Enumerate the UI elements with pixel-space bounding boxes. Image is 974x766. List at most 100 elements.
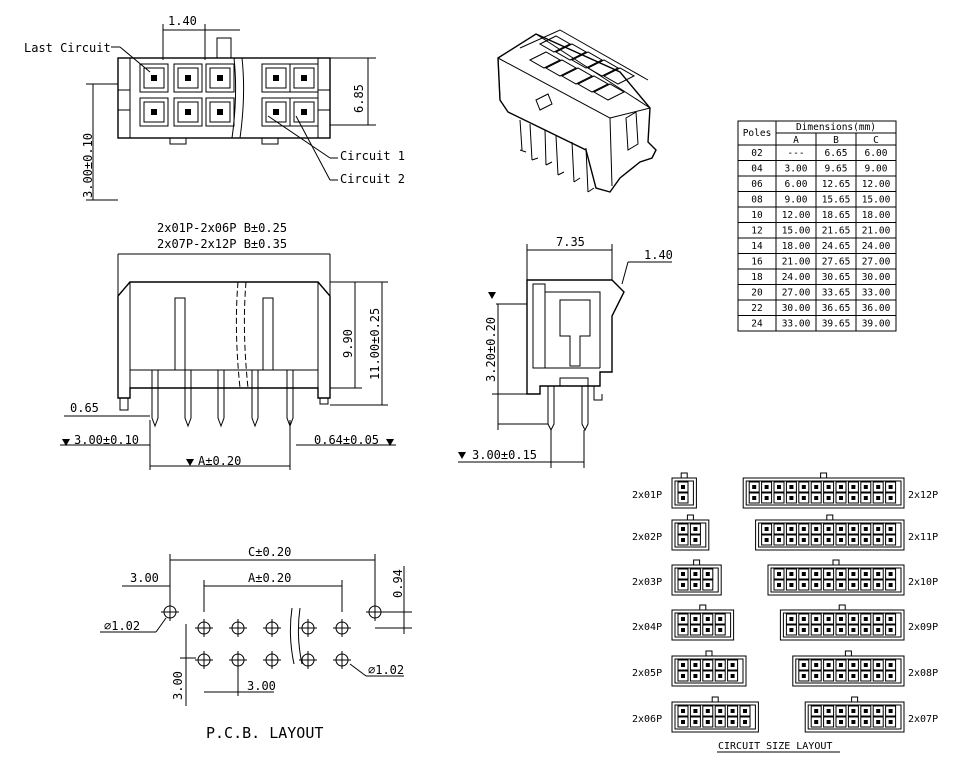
connector-cell bbox=[860, 492, 872, 504]
table-border bbox=[737, 120, 897, 332]
connector-cell bbox=[847, 568, 859, 580]
connector-cell bbox=[860, 568, 872, 580]
table-cell: 6.00 bbox=[865, 148, 888, 159]
connector-cell bbox=[835, 481, 847, 493]
front-pin bbox=[151, 370, 159, 428]
table-cell: 02 bbox=[751, 148, 762, 159]
connector-latch bbox=[832, 559, 840, 566]
top-view: 1.40 6.85 3.00±0.10 Last Circuit C bbox=[24, 14, 405, 201]
connector-cell bbox=[872, 705, 884, 717]
table-header-dimensions: Dimensions(mm) bbox=[796, 122, 876, 133]
table-cell: 21.00 bbox=[862, 226, 891, 237]
table-cell: 9.00 bbox=[865, 164, 888, 175]
pcb-dim-300b: 3.00 bbox=[171, 671, 185, 700]
top-pin-cell bbox=[139, 97, 169, 127]
connector-cell bbox=[798, 624, 810, 636]
connector-cell bbox=[677, 534, 689, 546]
connector-cell bbox=[847, 492, 859, 504]
top-pin-cell bbox=[139, 63, 169, 93]
connector-cell bbox=[798, 492, 810, 504]
connector-cell bbox=[689, 613, 701, 625]
pcb-dim-300a: 3.00 bbox=[130, 571, 159, 585]
connector-cell bbox=[872, 579, 884, 591]
connector-cell bbox=[823, 579, 835, 591]
dim-300: 3.00±0.10 bbox=[74, 433, 139, 447]
circuit-label-right: 2x08P bbox=[908, 668, 938, 679]
connector-cell bbox=[702, 705, 714, 717]
table-cell: 12.00 bbox=[862, 179, 891, 190]
connector-cell bbox=[702, 670, 714, 682]
connector-cell bbox=[702, 659, 714, 671]
connector-cell bbox=[798, 534, 810, 546]
connector-cell bbox=[847, 624, 859, 636]
connector-cell bbox=[885, 534, 897, 546]
connector-cell bbox=[677, 492, 689, 504]
connector-cell bbox=[872, 492, 884, 504]
connector-cell bbox=[872, 534, 884, 546]
connector-cell bbox=[702, 568, 714, 580]
connector-cell bbox=[885, 492, 897, 504]
table-cell: 21.00 bbox=[782, 257, 811, 268]
connector-cell bbox=[714, 705, 726, 717]
pcb-dim-c: C±0.20 bbox=[248, 545, 291, 559]
connector-cell bbox=[748, 481, 760, 493]
dim-064: 0.64±0.05 bbox=[314, 433, 379, 447]
dim-140: 1.40 bbox=[644, 248, 673, 262]
connector-cell bbox=[810, 613, 822, 625]
connector-cell bbox=[810, 716, 822, 728]
dim-300-side: 3.00±0.15 bbox=[472, 448, 537, 462]
note-b1: 2x01P-2x06P B±0.25 bbox=[157, 221, 287, 235]
connector-cell bbox=[860, 523, 872, 535]
pcb-hole-label-1: ⌀1.02 bbox=[104, 619, 140, 633]
connector-cell bbox=[773, 568, 785, 580]
connector-cell bbox=[714, 624, 726, 636]
top-pin-mark bbox=[273, 75, 279, 81]
dim-a: A±0.20 bbox=[198, 454, 241, 468]
connector-cell bbox=[885, 705, 897, 717]
table-cell: 10 bbox=[751, 210, 763, 221]
connector-cell bbox=[761, 481, 773, 493]
table-cell: 24.65 bbox=[822, 241, 851, 252]
table-cell: 30.00 bbox=[862, 272, 891, 283]
circuit-label-right: 2x12P bbox=[908, 490, 938, 501]
dim-320: 3.20±0.20 bbox=[484, 317, 498, 382]
pcb-dim-a: A±0.20 bbox=[248, 571, 291, 585]
front-pin bbox=[286, 370, 294, 428]
connector-cell bbox=[739, 716, 751, 728]
connector-cell bbox=[702, 624, 714, 636]
connector-cell bbox=[872, 659, 884, 671]
connector-cell bbox=[677, 579, 689, 591]
connector-cell bbox=[689, 534, 701, 546]
connector-cell bbox=[677, 659, 689, 671]
connector-latch bbox=[711, 696, 719, 703]
top-pin-mark bbox=[151, 109, 157, 115]
connector-cell bbox=[885, 716, 897, 728]
connector-cell bbox=[847, 716, 859, 728]
connector-cell bbox=[702, 579, 714, 591]
table-cell: 3.00 bbox=[785, 164, 808, 175]
table-cell: 15.00 bbox=[782, 226, 811, 237]
connector-cell bbox=[798, 659, 810, 671]
connector-cell bbox=[810, 579, 822, 591]
connector-cell bbox=[748, 492, 760, 504]
connector-latch bbox=[820, 472, 828, 479]
table-cell: 18.00 bbox=[862, 210, 891, 221]
connector-cell bbox=[860, 481, 872, 493]
table-cell: 39.00 bbox=[862, 319, 891, 330]
connector-latch bbox=[844, 650, 852, 657]
table-cell: 30.00 bbox=[782, 303, 811, 314]
pcb-dim-094: 0.94 bbox=[391, 569, 405, 598]
circuit-label-left: 2x02P bbox=[632, 532, 662, 543]
connector-cell bbox=[773, 579, 785, 591]
connector-cell bbox=[885, 624, 897, 636]
connector-cell bbox=[773, 523, 785, 535]
connector-cell bbox=[785, 492, 797, 504]
table-cell: 21.65 bbox=[822, 226, 851, 237]
top-pin-cell bbox=[205, 97, 235, 127]
top-pin-mark bbox=[301, 109, 307, 115]
table-cell: 6.00 bbox=[785, 179, 808, 190]
connector-cell bbox=[835, 613, 847, 625]
isometric-view bbox=[497, 29, 657, 193]
table-cell: 12.00 bbox=[782, 210, 811, 221]
